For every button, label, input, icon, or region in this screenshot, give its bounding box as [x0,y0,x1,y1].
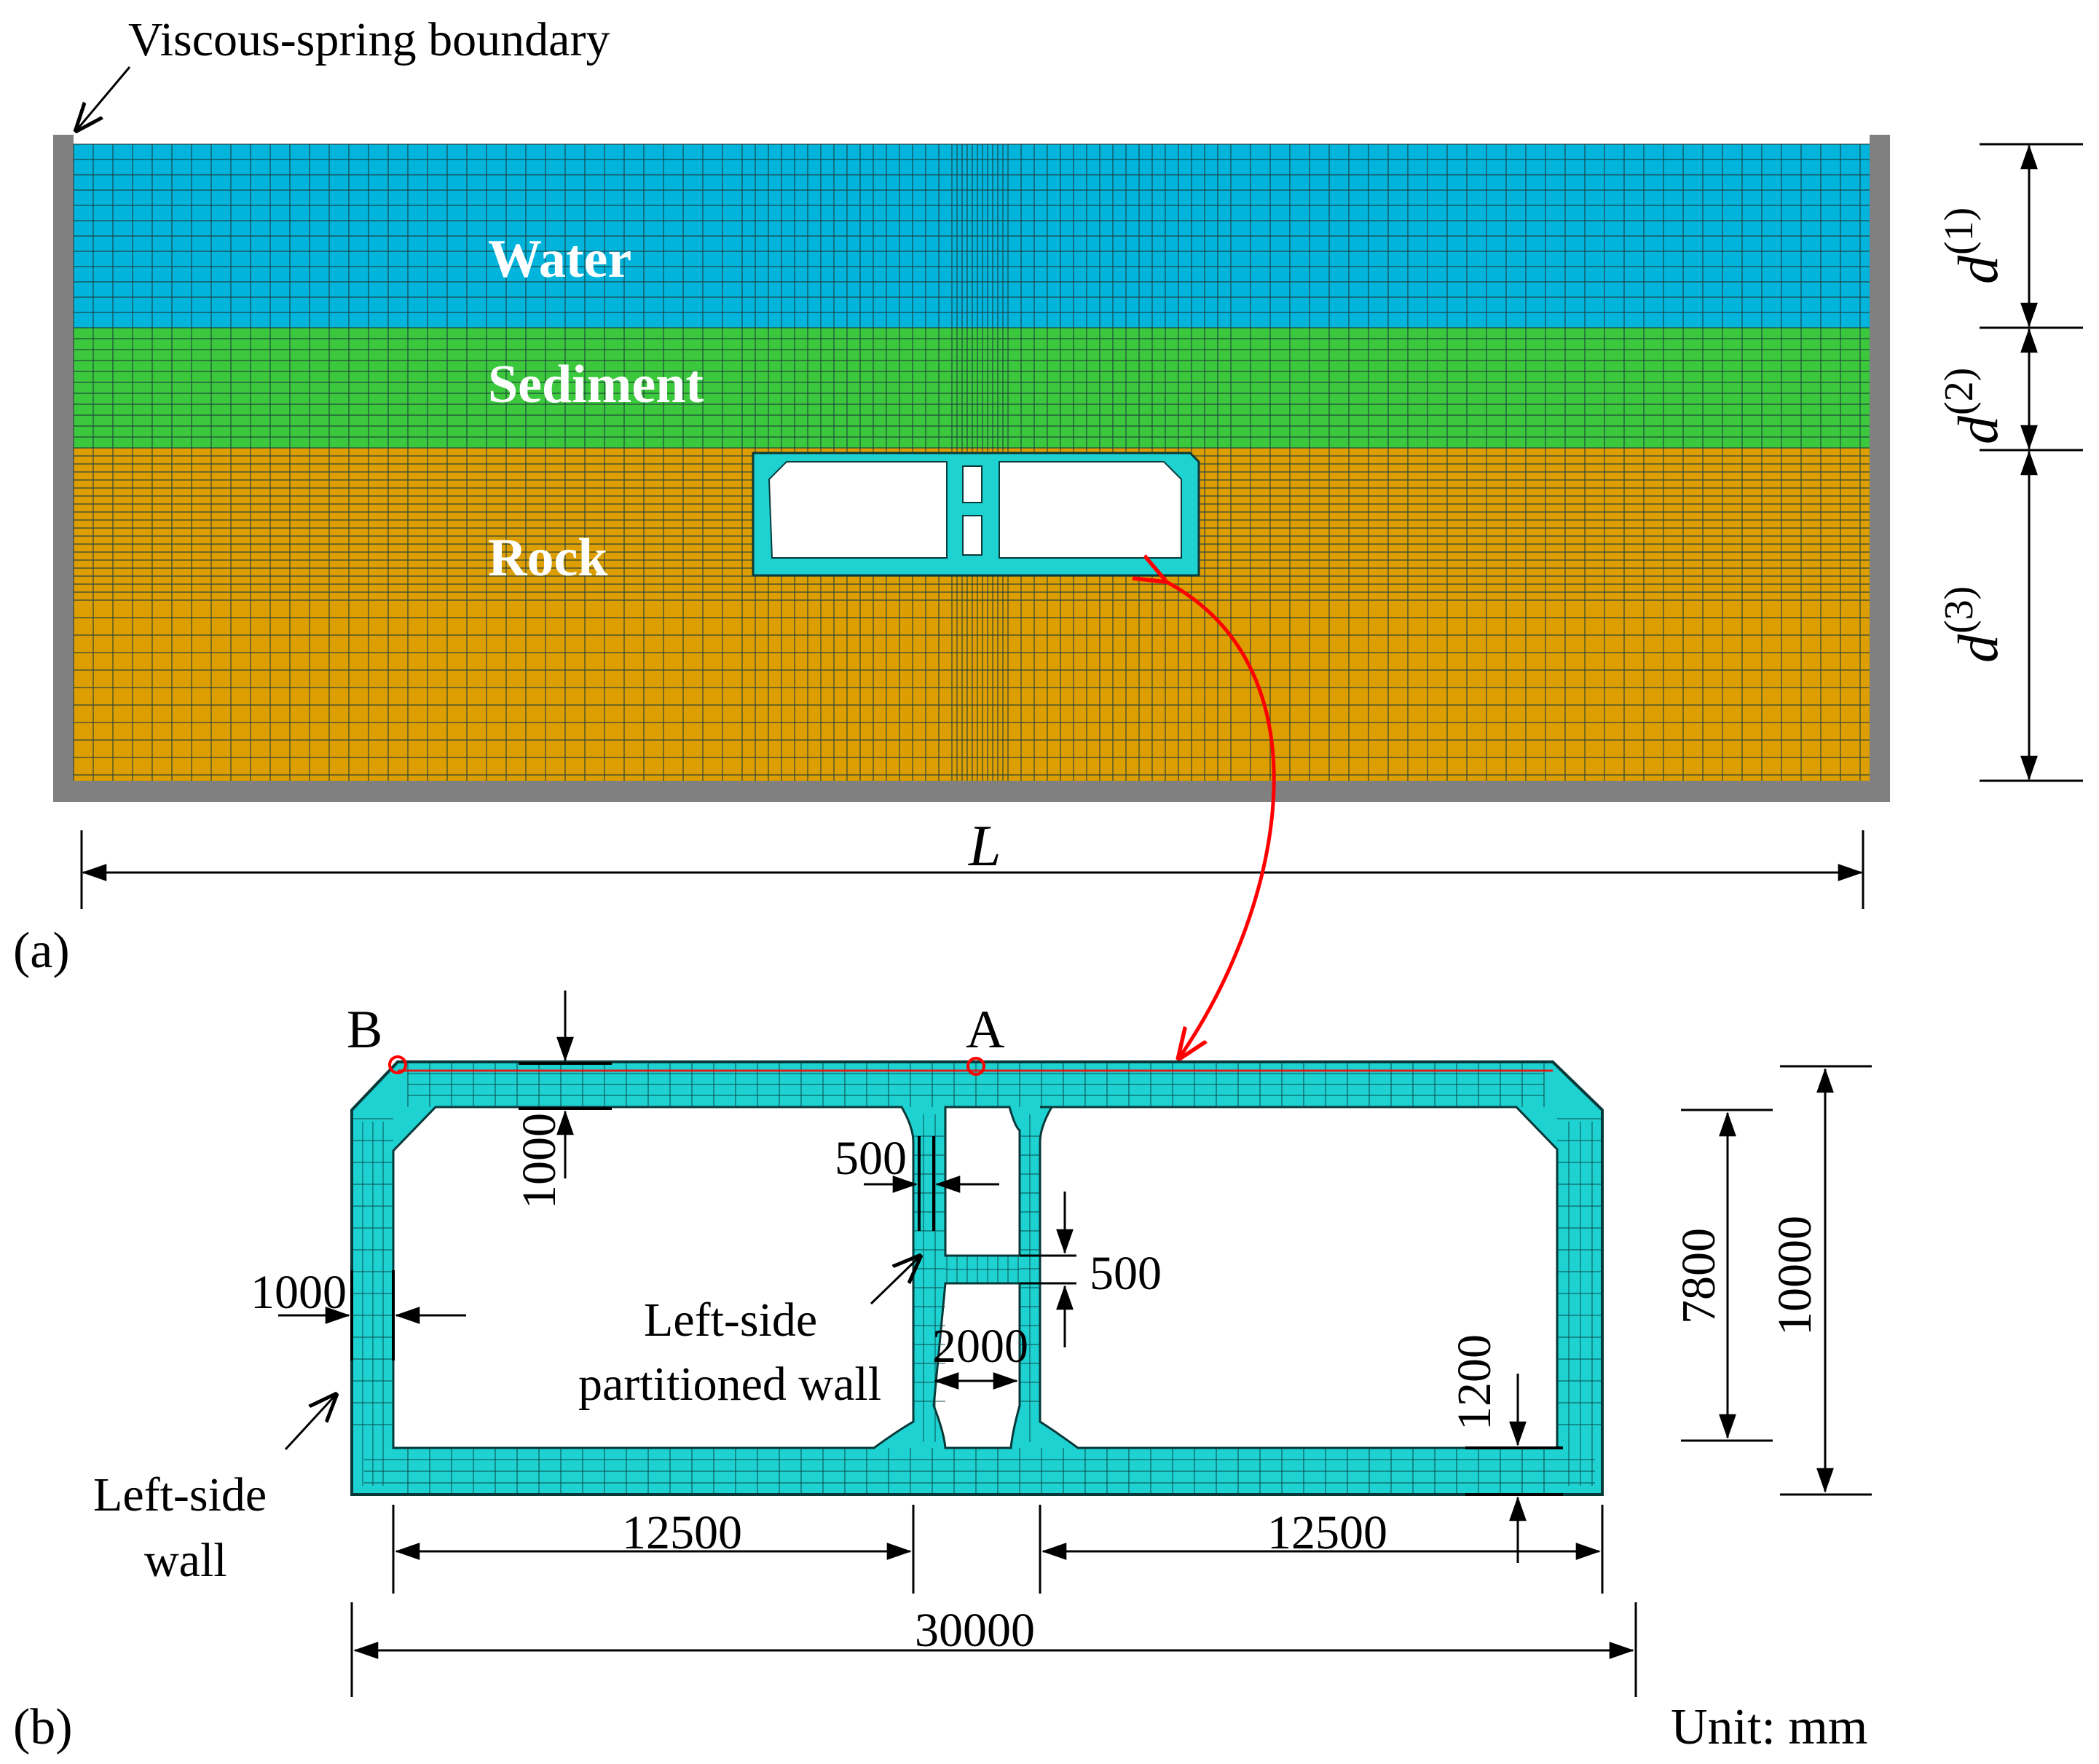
panel-b: B A 1000 500 500 [13,991,1872,1755]
middle-slab-value: 500 [1090,1247,1162,1300]
boundary-left [53,135,74,802]
tunnel-left-cell-b [392,1106,915,1449]
side-wall-value: 1000 [251,1266,347,1319]
d3-superscript: (3) [1937,586,1982,634]
left-span-value: 12500 [622,1506,742,1559]
sediment-label: Sediment [488,355,704,414]
bottom-slab-dimension: 1200 [1448,1334,1563,1563]
boundary-right [1870,135,1890,802]
tunnel-cross-section-a [752,452,1200,577]
side-wall-dimension: 1000 [251,1266,466,1361]
boundary-label: Viscous-spring boundary [128,13,610,66]
wall-label-line1: Left-side [93,1468,267,1521]
d2-label: d [1946,415,2009,444]
wall-callout-arrow [284,1394,336,1451]
inner-height-dimension: 7800 [1672,1109,1773,1442]
zoom-connector-arrow [1165,581,1276,1059]
tunnel-right-cell-b [1039,1106,1559,1449]
inner-height-value: 7800 [1672,1228,1725,1324]
partition-callout-arrow [870,1256,921,1305]
panel-a: Viscous-spring boundary Water Sediment R… [13,13,2083,1059]
wall-label-line2: wall [144,1534,227,1587]
outer-height-value: 10000 [1768,1216,1822,1336]
partition-thickness-dimension: 500 [835,1132,999,1231]
panel-a-label: (a) [13,923,70,979]
left-span-dimension: 12500 [392,1505,915,1594]
bottom-slab-value: 1200 [1448,1334,1501,1430]
total-width-dimension: 30000 [350,1602,1637,1697]
panel-b-label: (b) [13,1699,73,1755]
right-span-value: 12500 [1267,1506,1387,1559]
point-a-marker [966,1057,985,1076]
gallery-width-dimension: 2000 [932,1320,1028,1390]
tunnel-right-cell-a [999,461,1182,559]
point-b-label: B [347,1000,382,1060]
total-width-value: 30000 [915,1604,1035,1657]
middle-slab-dimension: 500 [1020,1192,1162,1347]
d2-superscript: (2) [1937,368,1982,415]
length-label: L [968,814,1001,878]
top-slab-dimension: 1000 [513,991,612,1209]
tunnel-gallery-bottom-a [962,515,982,556]
length-dimension: L [80,814,1864,909]
gallery-width-value: 2000 [932,1320,1028,1373]
partition-thickness-value: 500 [835,1132,907,1185]
right-span-dimension: 12500 [1039,1505,1604,1594]
tunnel-left-cell-a [768,461,948,559]
d1-label: d [1946,255,2009,284]
point-b-marker [388,1055,407,1074]
water-label: Water [488,229,631,289]
partition-label-line1: Left-side [644,1294,817,1347]
d1-superscript: (1) [1937,208,1982,255]
partition-label-line2: partitioned wall [578,1358,881,1411]
point-a-label: A [966,1000,1004,1060]
gallery-lower-cell [932,1282,1021,1449]
boundary-arrow [76,66,131,131]
top-slab-value: 1000 [513,1113,566,1209]
boundary-bottom [53,781,1890,802]
outer-height-dimension: 10000 [1768,1065,1872,1496]
unit-label: Unit: mm [1671,1699,1867,1755]
rock-label: Rock [488,528,608,588]
tunnel-mesh [352,1062,1602,1495]
depth-dimensions: d (1) d (2) d (3) [1937,143,2083,782]
tunnel-gallery-top-a [962,465,982,503]
d3-label: d [1946,634,2009,663]
gallery-upper-cell [944,1106,1021,1257]
sediment-layer [74,328,1870,448]
